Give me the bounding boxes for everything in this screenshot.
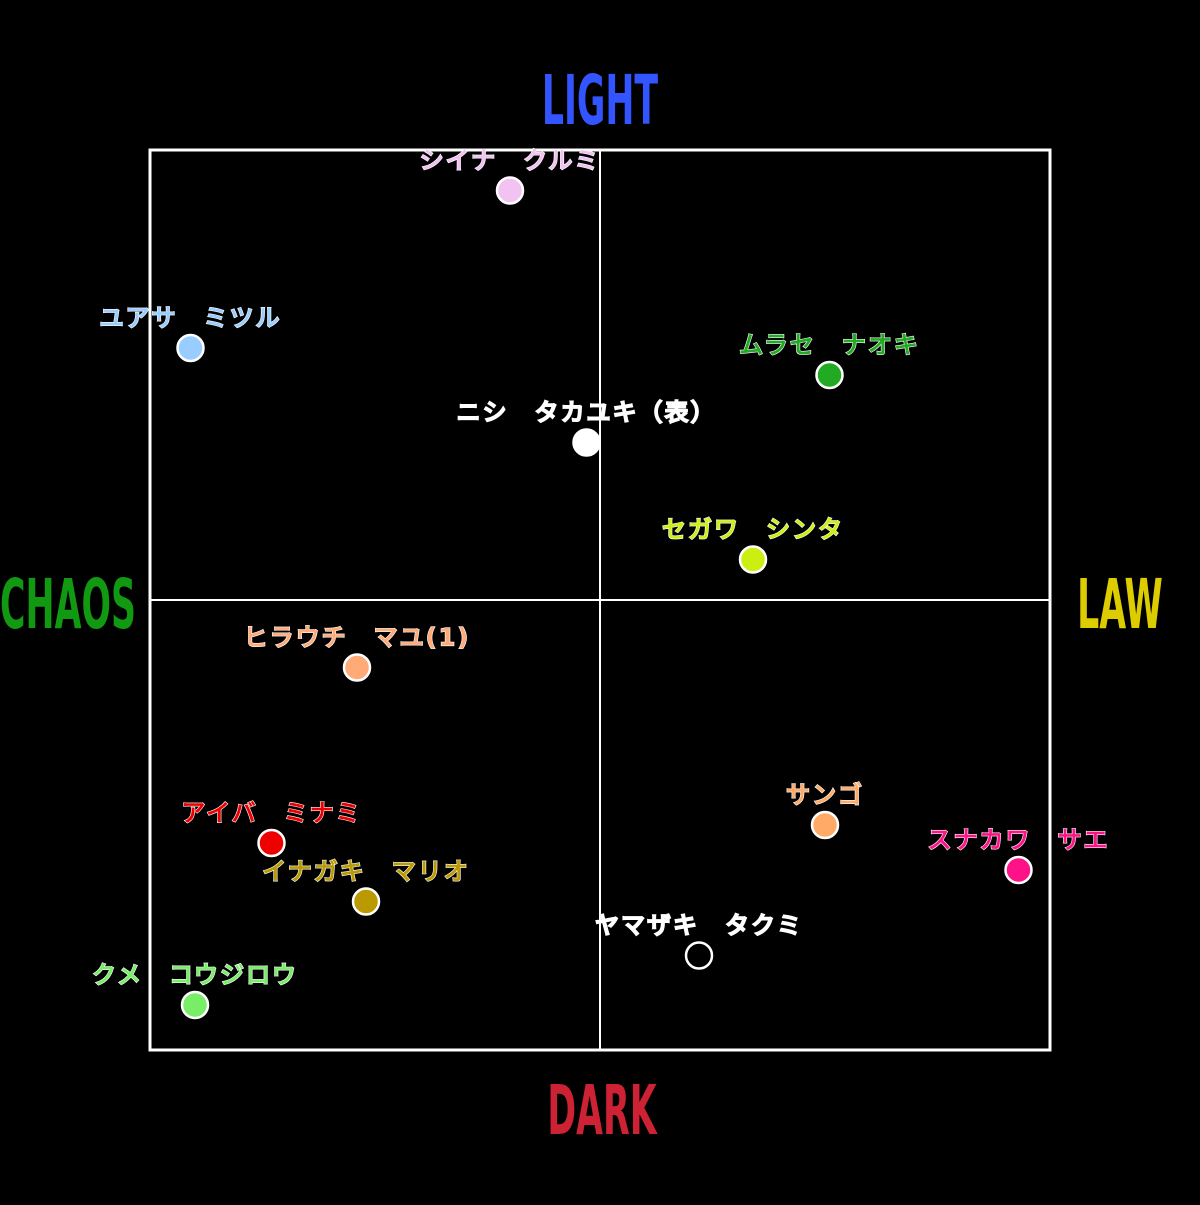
data-point-label: ムラセ ナオキ	[739, 331, 920, 359]
data-point-group: ヒラウチ マユ(1)	[243, 623, 471, 682]
data-point-group: サンゴ	[785, 780, 864, 840]
data-point-label: ニシ タカユキ（表）	[457, 399, 717, 427]
data-point-marker	[180, 990, 210, 1020]
data-point-marker	[684, 941, 714, 970]
data-point-group: ヤマザキ タクミ	[594, 911, 803, 970]
data-point-label: スナカワ サエ	[928, 826, 1110, 854]
axis-label-chaos: CHAOS	[0, 565, 136, 644]
data-point-marker	[342, 653, 372, 682]
data-point-label: ヤマザキ タクミ	[595, 912, 803, 940]
data-point-marker	[257, 828, 286, 858]
data-point-label: ユアサ ミツル	[100, 304, 282, 332]
data-point-marker	[815, 360, 844, 390]
axis-label-light: LIGHT	[542, 61, 658, 140]
data-point-group: セガワ シンタ	[661, 515, 844, 574]
data-point-marker	[572, 428, 601, 457]
data-point-marker	[351, 887, 381, 916]
data-point-marker	[810, 810, 840, 840]
data-point-marker	[738, 545, 768, 574]
data-point-group: ユアサ ミツル	[99, 303, 282, 363]
data-point-group: シイナ クルミ	[419, 146, 601, 205]
data-point-group: アイバ ミナミ	[181, 798, 361, 858]
data-point-label: イナガキ マリオ	[262, 858, 470, 886]
data-point-group: ムラセ ナオキ	[738, 330, 920, 390]
data-point-marker	[176, 333, 205, 363]
data-point-label: クメ コウジロウ	[92, 961, 298, 989]
data-point-label: ヒラウチ マユ(1)	[244, 624, 471, 652]
data-point-marker	[1004, 855, 1033, 885]
axis-label-dark: DARK	[547, 1071, 658, 1150]
data-point-group: イナガキ マリオ	[262, 857, 470, 916]
data-point-label: シイナ クルミ	[420, 147, 601, 175]
data-point-marker	[495, 176, 525, 205]
data-point-label: アイバ ミナミ	[181, 799, 361, 827]
data-point-group: スナカワ サエ	[927, 825, 1110, 885]
data-point-group: ニシ タカユキ（表）	[456, 398, 717, 457]
data-point-label: サンゴ	[786, 781, 864, 809]
data-point-group: クメ コウジロウ	[91, 960, 298, 1020]
data-point-label: セガワ シンタ	[662, 516, 844, 544]
axis-label-law: LAW	[1077, 565, 1163, 644]
